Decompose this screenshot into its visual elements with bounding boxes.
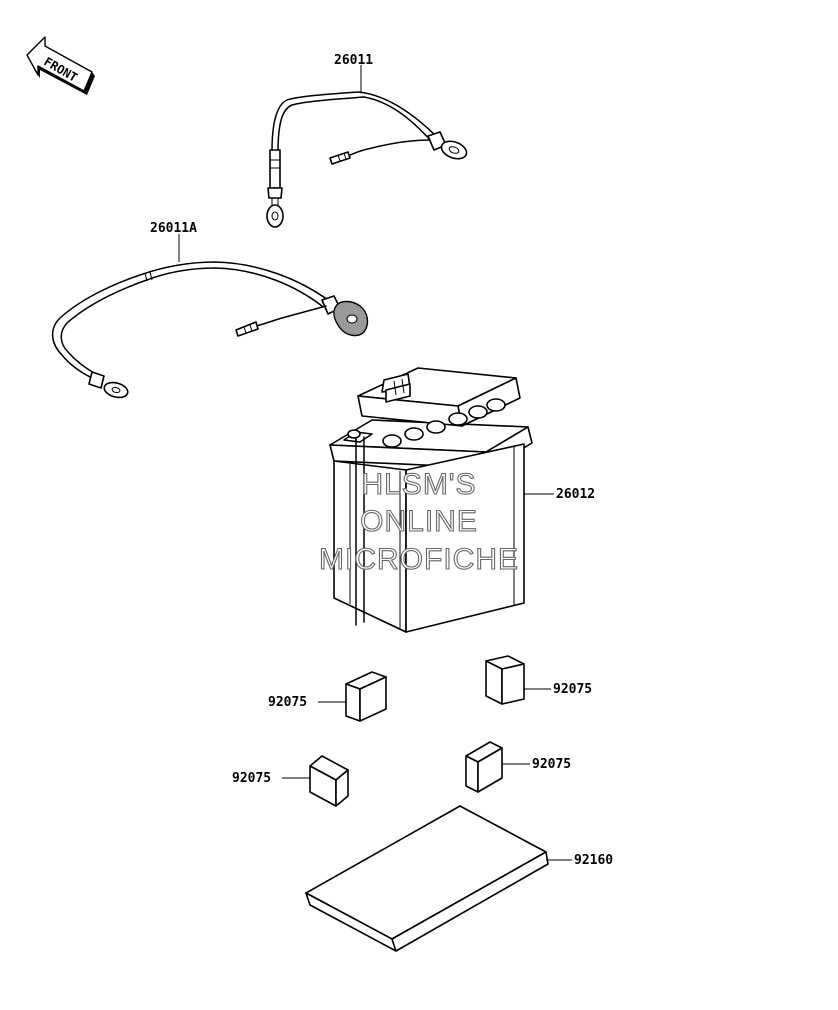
part-number-26012: 26012 <box>556 487 595 502</box>
pad-92075-left-lower[interactable] <box>309 755 349 807</box>
watermark-line-1: HLSM'S <box>361 468 476 501</box>
watermark-line-3: MICROFICHE <box>319 543 519 576</box>
base-pad-92160[interactable] <box>305 805 549 952</box>
part-number-26011: 26011 <box>334 53 373 68</box>
pad-92075-right-upper[interactable] <box>485 655 525 705</box>
pad-92075-left-upper[interactable] <box>345 671 387 722</box>
battery-26012[interactable] <box>329 367 533 633</box>
part-number-92075-left-lower: 92075 <box>232 771 271 786</box>
watermark: HLSM'S ONLINE MICROFICHE <box>318 467 519 576</box>
part-number-92075-left-upper: 92075 <box>268 695 307 710</box>
pad-92075-right-lower[interactable] <box>465 741 503 793</box>
part-number-92075-right-upper: 92075 <box>553 682 592 697</box>
part-number-92160: 92160 <box>574 853 613 868</box>
battery-cable-26011[interactable] <box>266 91 469 228</box>
watermark-line-2: ONLINE <box>360 505 478 538</box>
front-arrow-icon: FRONT <box>26 36 95 95</box>
part-number-26011a: 26011A <box>150 221 197 236</box>
battery-caps <box>382 398 506 448</box>
battery-cable-26011a[interactable] <box>51 261 369 400</box>
part-number-92075-right-lower: 92075 <box>532 757 571 772</box>
